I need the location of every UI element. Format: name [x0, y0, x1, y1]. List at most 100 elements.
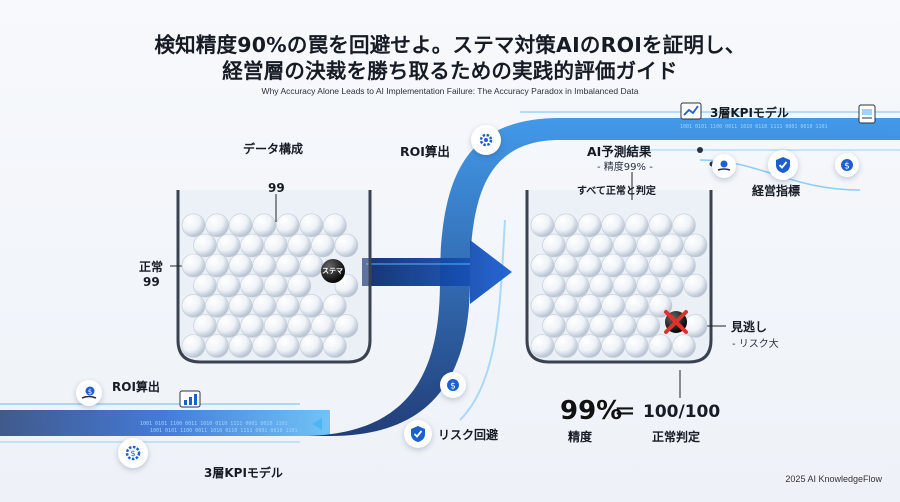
left-ball-group — [181, 213, 359, 358]
ball — [299, 213, 324, 238]
ball — [252, 253, 277, 278]
hand-dollar-icon: $ — [76, 380, 102, 406]
ball — [263, 233, 288, 258]
ball — [589, 233, 614, 258]
ball — [577, 334, 602, 358]
ball — [216, 314, 241, 338]
red-x-icon — [664, 310, 688, 334]
ball — [636, 314, 661, 338]
ball — [554, 293, 578, 318]
ball — [299, 293, 324, 318]
ball — [205, 213, 229, 238]
ball — [672, 334, 696, 358]
ball — [299, 253, 324, 278]
ball — [612, 273, 637, 298]
curved-data-stream — [300, 118, 900, 436]
ball — [565, 233, 590, 258]
ball — [624, 334, 649, 358]
ball — [334, 314, 359, 338]
binary-decor-3: 1001 0101 1100 0011 1010 0110 1111 0001 … — [680, 124, 828, 130]
ball — [636, 273, 661, 298]
hand-coin-icon — [712, 154, 736, 178]
ball — [228, 213, 253, 238]
normal-count: 99 — [143, 275, 160, 289]
gear-icon — [471, 125, 501, 155]
stealth-label: ステマ — [322, 267, 343, 275]
ai-result-subheading: - 精度99% - — [597, 162, 653, 173]
roi-label-left: ROI算出 — [112, 380, 160, 394]
ball — [252, 293, 277, 318]
ball — [228, 293, 253, 318]
ball — [240, 273, 264, 298]
svg-text:$: $ — [844, 162, 850, 172]
ball — [193, 233, 217, 258]
ball — [648, 253, 673, 278]
ball — [683, 314, 708, 338]
missed-sub-label: - リスク大 — [732, 339, 779, 350]
binary-decor: 1001 0101 1100 0011 1010 0110 1111 0001 … — [140, 421, 288, 427]
shield-icon — [404, 420, 432, 448]
ball — [205, 334, 229, 358]
ball — [530, 213, 555, 238]
gear-dollar-icon: $ — [118, 438, 148, 468]
page-title: 検知精度90%の罠を回避せよ。ステマ対策AIのROIを証明し、 経営層の決裁を勝… — [0, 32, 900, 84]
ball — [530, 293, 555, 318]
ball — [287, 273, 312, 298]
ball — [554, 334, 578, 358]
dollar-icon: $ — [835, 153, 859, 177]
ball — [311, 314, 335, 338]
ball — [181, 293, 206, 318]
ball — [636, 233, 661, 258]
ball — [624, 213, 649, 238]
svg-text:$: $ — [88, 388, 92, 396]
page-subtitle: Why Accuracy Alone Leads to AI Implement… — [261, 86, 639, 96]
ball — [216, 233, 241, 258]
roi-label-middle: ROI算出 — [400, 144, 450, 159]
missed-label: 見逃し — [731, 320, 768, 334]
ball — [240, 314, 264, 338]
svg-text:$: $ — [450, 382, 456, 392]
ball — [323, 293, 347, 318]
ball — [648, 334, 673, 358]
ball — [660, 233, 684, 258]
ball — [275, 334, 300, 358]
ball — [205, 293, 229, 318]
ball — [565, 314, 590, 338]
ball — [263, 273, 288, 298]
ball — [252, 213, 277, 238]
ball — [612, 233, 637, 258]
ball — [275, 253, 300, 278]
right-ball-group — [530, 213, 708, 358]
ball — [530, 334, 555, 358]
accuracy-label: 精度 — [568, 430, 593, 444]
fraction-value: 100/100 — [643, 402, 721, 422]
ball — [601, 213, 626, 238]
ball — [624, 253, 649, 278]
ball — [263, 314, 288, 338]
ball — [287, 233, 312, 258]
ball — [554, 213, 578, 238]
ball — [542, 314, 566, 338]
ball — [565, 273, 590, 298]
accuracy-value: 99% — [560, 396, 623, 426]
ball — [577, 293, 602, 318]
ball — [334, 233, 359, 258]
ball — [228, 253, 253, 278]
ball — [252, 334, 277, 358]
ball — [193, 273, 217, 298]
bar-chart-icon — [179, 390, 201, 412]
ball — [240, 233, 264, 258]
kpi-label-top: 3層KPIモデル — [710, 106, 789, 120]
ball — [660, 273, 684, 298]
ball — [181, 213, 206, 238]
ball — [589, 314, 614, 338]
ball — [683, 233, 708, 258]
risk-avoidance-label: リスク回避 — [438, 428, 499, 442]
center-arrow — [362, 240, 512, 304]
ball — [648, 213, 673, 238]
ball — [323, 213, 347, 238]
ball — [193, 314, 217, 338]
ball — [216, 273, 241, 298]
equals-sign: = — [614, 396, 636, 426]
